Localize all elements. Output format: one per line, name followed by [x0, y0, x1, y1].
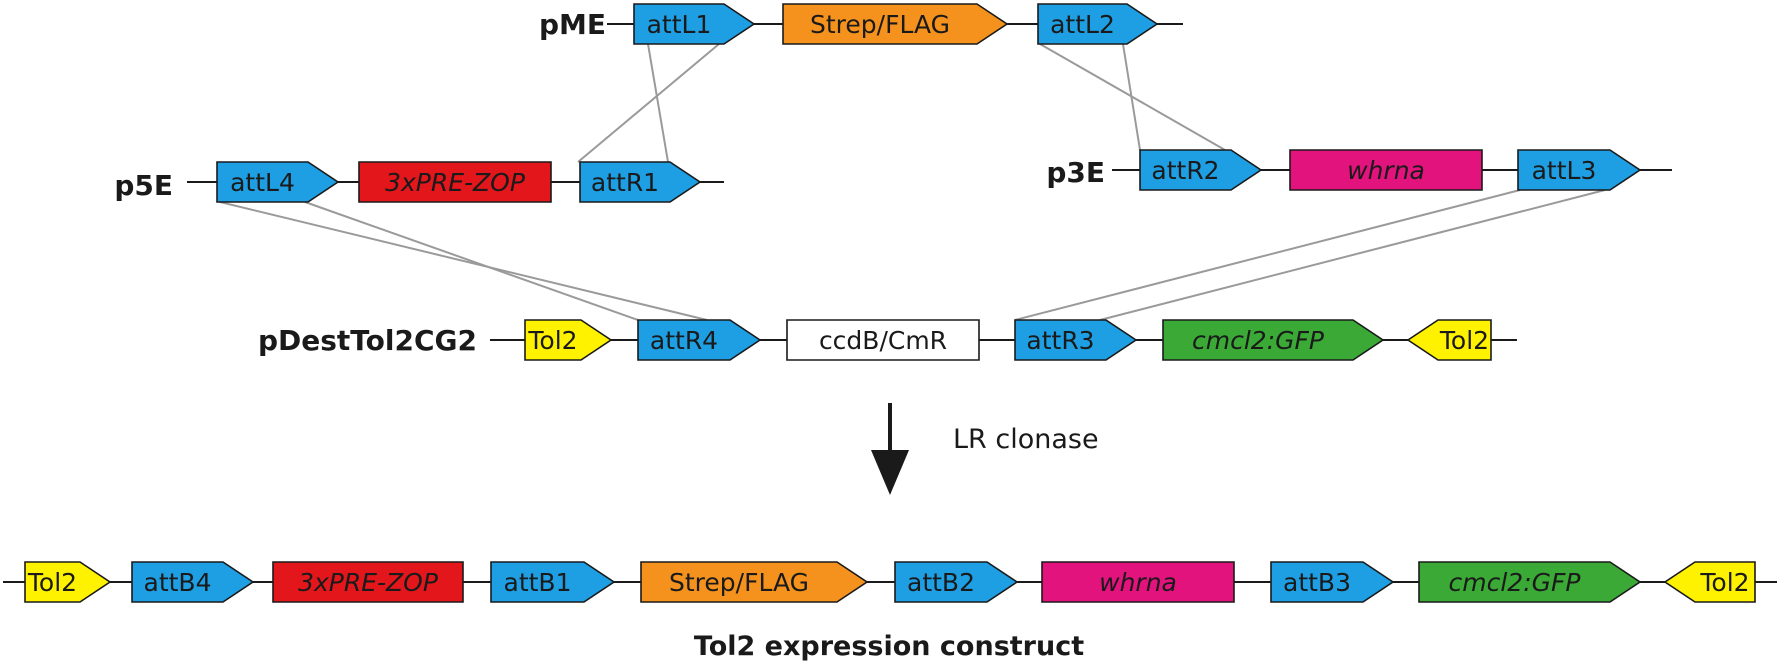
- segment-attl3: attL3: [1517, 149, 1642, 191]
- segment-shape-tol2: [1663, 561, 1756, 603]
- segment-shape-attl4: [216, 161, 340, 203]
- segment-tol2: Tol2: [24, 561, 112, 603]
- segment-label-attl4: attL4: [230, 168, 295, 197]
- segment-label-ccdb-cmr: ccdB/CmR: [819, 326, 947, 355]
- segment-attr2: attR2: [1139, 149, 1263, 191]
- segment-label-attl1: attL1: [647, 10, 712, 39]
- segment-shape-strep-flag: [782, 3, 1009, 45]
- construct-tol2-expression: Tol2 attB4 3xPRE-ZOP attB1 Strep/FLAG attB2 wh…: [24, 561, 1756, 603]
- segment-shape-whrna: [1041, 561, 1235, 603]
- segment-shape-cmcl2-gfp: [1418, 561, 1642, 603]
- segment-cmcl2-gfp: cmcl2:GFP: [1162, 319, 1385, 361]
- reaction-label: LR clonase: [953, 424, 1099, 455]
- segment-strep-flag: Strep/FLAG: [640, 561, 869, 603]
- segment-shape-attr4: [637, 319, 762, 361]
- segment-shape-attr2: [1139, 149, 1263, 191]
- segment-label-attr2: attR2: [1151, 156, 1219, 185]
- segment-3xpre-zop: 3xPRE-ZOP: [272, 561, 464, 603]
- recombination-crossover-lines: [219, 43, 1606, 321]
- segment-cmcl2-gfp: cmcl2:GFP: [1418, 561, 1642, 603]
- crossover-line: [647, 43, 669, 163]
- segment-attr1: attR1: [579, 161, 702, 203]
- segment-attb3: attB3: [1270, 561, 1395, 603]
- segment-ccdb-cmr: ccdB/CmR: [786, 319, 980, 361]
- construct-label-p3e: p3E: [1046, 156, 1105, 189]
- construct-p3e: p3E attR2 whrna attL3: [1046, 149, 1642, 191]
- segment-shape-ccdb-cmr: [786, 319, 980, 361]
- crossover-line: [304, 201, 639, 321]
- segment-whrna: whrna: [1289, 149, 1483, 191]
- segment-tol2: Tol2: [524, 319, 613, 361]
- segment-attr3: attR3: [1014, 319, 1138, 361]
- reaction-arrow: [871, 403, 909, 495]
- segment-label-tol2: Tol2: [527, 326, 577, 355]
- segment-3xpre-zop: 3xPRE-ZOP: [358, 161, 552, 203]
- construct-label-pdesttol2cg2: pDestTol2CG2: [258, 324, 477, 357]
- segment-shape-attr1: [579, 161, 702, 203]
- segment-attb2: attB2: [894, 561, 1019, 603]
- segment-attr4: attR4: [637, 319, 762, 361]
- segment-label-tol2: Tol2: [1439, 326, 1489, 355]
- arrow-down-icon: [871, 450, 909, 495]
- segment-shape-attb1: [490, 561, 616, 603]
- segment-shape-attl1: [633, 3, 756, 45]
- crossover-line: [1099, 189, 1606, 321]
- crossover-line: [1122, 43, 1141, 151]
- segment-label-attb1: attB1: [504, 568, 572, 597]
- construct-pdesttol2cg2: pDestTol2CG2 Tol2 attR4 ccdB/CmR attR3 cmcl2…: [258, 319, 1492, 361]
- segment-label-tol2: Tol2: [1699, 568, 1749, 597]
- segment-shape-tol2: [524, 319, 613, 361]
- segment-label-whrna: whrna: [1347, 156, 1425, 185]
- segment-label-attr4: attR4: [650, 326, 718, 355]
- segment-shape-attb4: [131, 561, 255, 603]
- segment-shape-attl2: [1037, 3, 1159, 45]
- plasmid-backbone-lines: [3, 23, 1777, 583]
- segment-label-attl2: attL2: [1050, 10, 1115, 39]
- segment-shape-attr3: [1014, 319, 1138, 361]
- segment-strep-flag: Strep/FLAG: [782, 3, 1009, 45]
- segment-shape-3xpre-zop: [272, 561, 464, 603]
- segment-label-attb2: attB2: [907, 568, 975, 597]
- crossover-line: [577, 43, 720, 163]
- crossover-line: [1014, 189, 1521, 321]
- segment-shape-tol2: [1406, 319, 1492, 361]
- segment-label-cmcl2-gfp: cmcl2:GFP: [1192, 326, 1325, 355]
- segment-label-attr3: attR3: [1026, 326, 1094, 355]
- segment-attl4: attL4: [216, 161, 340, 203]
- segment-label-attl3: attL3: [1532, 156, 1597, 185]
- final-construct-title: Tol2 expression construct: [694, 631, 1084, 662]
- segment-label-strep-flag: Strep/FLAG: [669, 568, 809, 597]
- segment-shape-whrna: [1289, 149, 1483, 191]
- crossover-line: [219, 201, 708, 321]
- segment-shape-cmcl2-gfp: [1162, 319, 1385, 361]
- segment-label-attb3: attB3: [1283, 568, 1351, 597]
- segment-label-attb4: attB4: [144, 568, 212, 597]
- construct-label-pme: pME: [539, 8, 606, 41]
- segment-label-3xpre-zop: 3xPRE-ZOP: [298, 568, 439, 597]
- segment-label-attr1: attR1: [591, 168, 659, 197]
- segment-label-strep-flag: Strep/FLAG: [810, 10, 950, 39]
- segment-label-tol2: Tol2: [27, 568, 77, 597]
- segment-shape-attb2: [894, 561, 1019, 603]
- segment-label-3xpre-zop: 3xPRE-ZOP: [385, 168, 526, 197]
- segment-attl2: attL2: [1037, 3, 1159, 45]
- construct-pme: pME attL1 Strep/FLAG attL2: [539, 3, 1159, 45]
- segment-whrna: whrna: [1041, 561, 1235, 603]
- segment-tol2: Tol2: [1406, 319, 1492, 361]
- segment-label-cmcl2-gfp: cmcl2:GFP: [1449, 568, 1582, 597]
- segment-shape-attb3: [1270, 561, 1395, 603]
- segment-attl1: attL1: [633, 3, 756, 45]
- segment-tol2: Tol2: [1663, 561, 1756, 603]
- segment-attb4: attB4: [131, 561, 255, 603]
- segment-shape-3xpre-zop: [358, 161, 552, 203]
- segment-shape-strep-flag: [640, 561, 869, 603]
- construct-p5e: p5E attL4 3xPRE-ZOP attR1: [114, 161, 702, 203]
- segment-shape-tol2: [24, 561, 112, 603]
- segment-attb1: attB1: [490, 561, 616, 603]
- construct-label-p5e: p5E: [114, 169, 173, 202]
- segment-label-whrna: whrna: [1099, 568, 1177, 597]
- segment-shape-attl3: [1517, 149, 1642, 191]
